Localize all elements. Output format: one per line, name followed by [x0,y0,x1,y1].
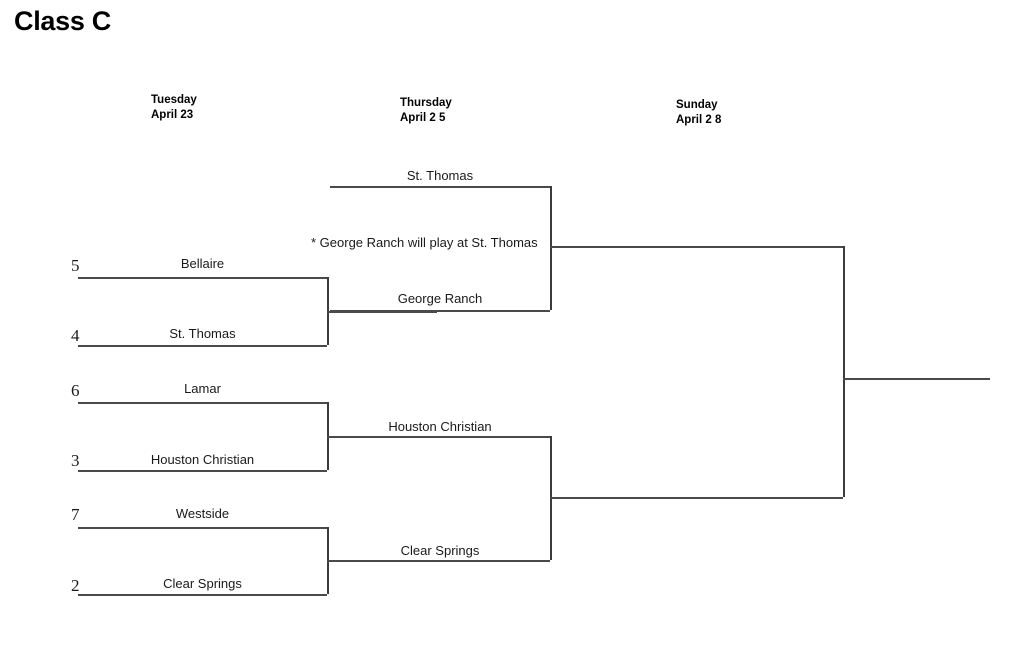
venue-note: * George Ranch will play at St. Thomas [311,235,538,250]
round-header-sunday: Sunday April 2 8 [676,98,721,128]
seed-number-2: 2 [71,576,80,595]
round-3-day: Sunday [676,99,718,111]
round1-team-bellaire: Bellaire [180,256,225,271]
round2-slot4-line [330,560,550,562]
round2-upper-advance-line [550,246,843,248]
round1-m2-top-line [78,402,327,404]
round2-team-houston-christian: Houston Christian [388,419,492,434]
round-2-day: Thursday [400,97,452,109]
round1-m1-bottom-line [78,345,327,347]
round1-m1-top-line [78,277,327,279]
round-header-tuesday: Tuesday April 23 [151,93,197,123]
round1-m3-bottom-line [78,594,327,596]
round2-team-george-ranch: George Ranch [397,291,483,306]
round2-slot3-line [330,436,550,438]
champion-line [843,378,990,380]
round1-team-st-thomas: St. Thomas [169,326,236,341]
round1-team-houston-christian: Houston Christian [150,452,255,467]
seed-number-6: 6 [71,381,80,400]
round1-m3-top-line [78,527,327,529]
round2-team-clear-springs: Clear Springs [400,543,480,558]
round-3-date: April 2 8 [676,114,722,126]
round2-slot1-line [330,186,550,188]
round1-team-lamar: Lamar [184,381,221,396]
round1-team-clear-springs: Clear Springs [163,576,242,591]
round2-upper-connector [550,186,552,310]
final-connector [843,246,845,497]
round-1-day: Tuesday [151,94,197,106]
seed-number-3: 3 [71,451,80,470]
round2-slot2-line [330,310,550,312]
round1-team-westside: Westside [175,506,230,521]
seed-number-5: 5 [71,256,80,275]
seed-number-7: 7 [71,505,80,524]
round2-team-st-thomas: St. Thomas [406,168,474,183]
seed-number-4: 4 [71,326,80,345]
round-2-date: April 2 5 [400,112,446,124]
round1-m2-bottom-line [78,470,327,472]
round-1-date: April 23 [151,109,194,121]
round1-m1-advance-line [327,311,437,313]
round2-lower-advance-line [550,497,843,499]
round-header-thursday: Thursday April 2 5 [400,96,452,126]
page-title: Class C [14,6,111,36]
